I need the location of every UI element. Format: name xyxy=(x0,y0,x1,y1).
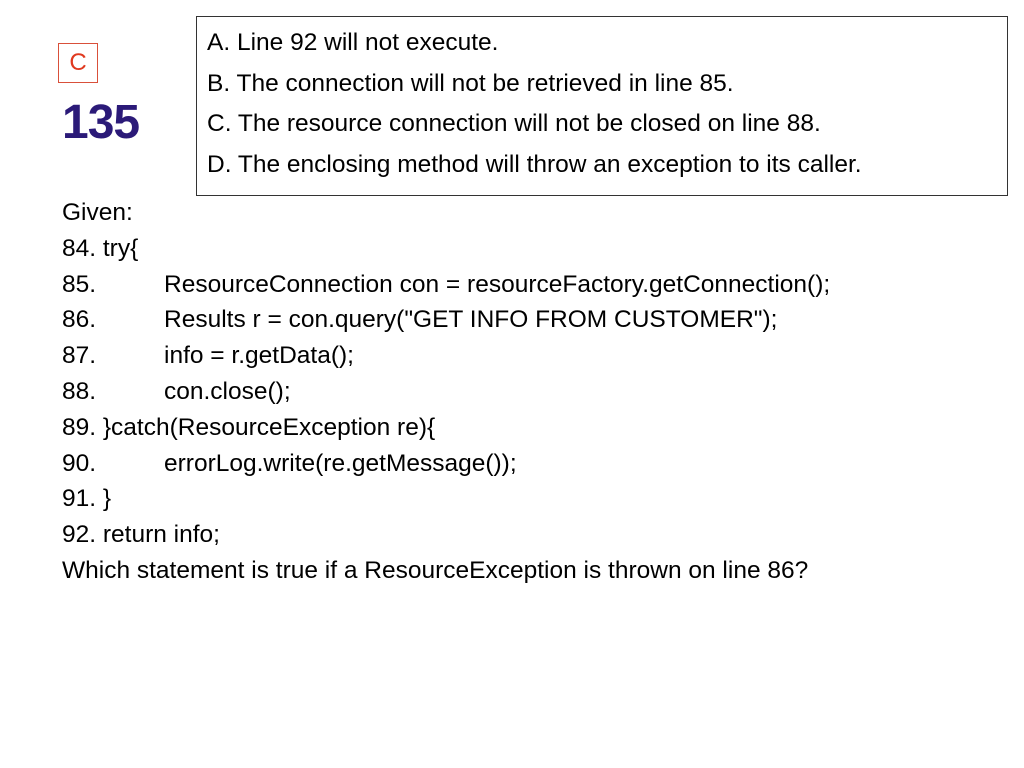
code-text: errorLog.write(re.getMessage()); xyxy=(164,449,517,477)
line-number: 87. xyxy=(62,342,97,370)
code-line-86: 86. Results r = con.query("GET INFO FROM … xyxy=(62,302,830,338)
code-text: } xyxy=(102,485,112,513)
code-line-88: 88. con.close(); xyxy=(62,374,830,410)
code-text: }catch(ResourceException re){ xyxy=(102,413,436,441)
code-line-84: 84. try{ xyxy=(62,231,830,267)
code-text: info = r.getData(); xyxy=(164,342,354,370)
question-text: Which statement is true if a ResourceExc… xyxy=(62,556,809,584)
code-text: return info; xyxy=(102,521,220,549)
option-c: C. The resource connection will not be c… xyxy=(207,110,821,137)
code-line-92: 92. return info; xyxy=(62,517,830,553)
option-d: D. The enclosing method will throw an ex… xyxy=(207,150,862,178)
line-number: 89. xyxy=(62,413,97,441)
line-number: 86. xyxy=(62,306,97,334)
code-line-89: 89. }catch(ResourceException re){ xyxy=(62,410,830,446)
code-text: con.close(); xyxy=(164,377,291,405)
line-number: 91. xyxy=(62,485,97,513)
line-number: 88. xyxy=(62,377,97,405)
code-line-87: 87. info = r.getData(); xyxy=(62,338,830,374)
question-body: Given: 84. try{ 85. ResourceConnection co… xyxy=(62,195,830,589)
line-number: 84. xyxy=(62,234,97,262)
answer-key-badge: C xyxy=(58,43,98,83)
code-text: Results r = con.query("GET INFO FROM CUS… xyxy=(164,306,778,334)
code-text: try{ xyxy=(102,234,139,262)
answer-options-box: A. Line 92 will not execute. B. The conn… xyxy=(196,16,1008,196)
given-label: Given: xyxy=(62,199,133,226)
line-number: 92. xyxy=(62,521,97,549)
line-number: 85. xyxy=(62,270,97,298)
option-b: B. The connection will not be retrieved … xyxy=(207,69,734,97)
code-line-85: 85. ResourceConnection con = resourceFact… xyxy=(62,267,830,303)
option-a: A. Line 92 will not execute. xyxy=(207,29,499,56)
line-number: 90. xyxy=(62,449,97,477)
code-line-91: 91. } xyxy=(62,481,830,517)
question-number: 135 xyxy=(62,96,140,149)
code-text: ResourceConnection con = resourceFactory… xyxy=(164,270,831,298)
code-line-90: 90. errorLog.write(re.getMessage()); xyxy=(62,446,830,482)
